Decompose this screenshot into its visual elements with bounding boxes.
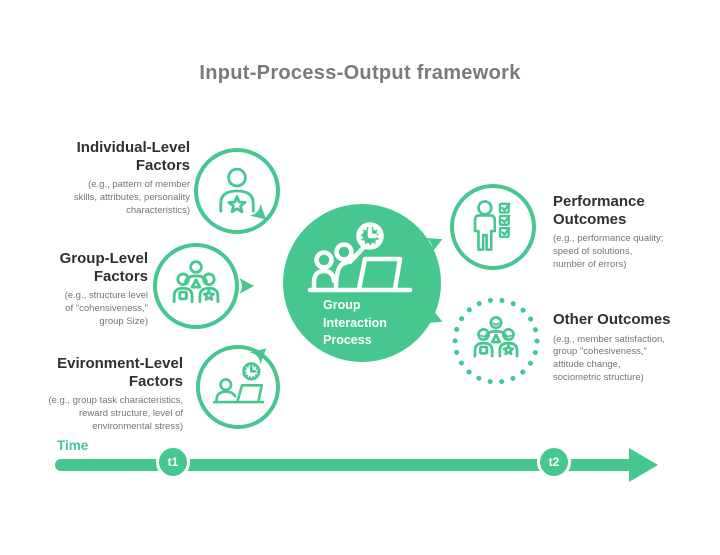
page-title: Input-Process-Output framework bbox=[199, 62, 521, 84]
process-to-performance-arrow bbox=[425, 237, 443, 253]
performance-outcomes-circle bbox=[450, 184, 536, 270]
performance-outcomes-text: Performance Outcomes (e.g., performance … bbox=[553, 193, 713, 272]
environment-factors-heading: Evironment-Level Factors bbox=[57, 355, 183, 390]
group-factors-text: Group-Level Factors (e.g., structure lev… bbox=[40, 250, 148, 329]
individual-to-process-pointer bbox=[249, 203, 267, 220]
performance-outcomes-caption: (e.g., performance quality; speed of sol… bbox=[553, 233, 664, 270]
group-interaction-process-label: Group Interaction Process bbox=[323, 298, 387, 347]
time-label: Time bbox=[57, 438, 89, 453]
person-with-star-icon bbox=[219, 167, 255, 214]
other-outcomes-text: Other Outcomes (e.g., member satisfactio… bbox=[553, 311, 713, 385]
process-to-other-arrow bbox=[425, 308, 443, 324]
individual-factors-text: Individual-Level Factors (e.g., pattern … bbox=[40, 139, 190, 218]
person-with-checklist-icon bbox=[473, 200, 511, 251]
team-meeting-clock-icon bbox=[307, 222, 413, 293]
environment-factors-text: Evironment-Level Factors (e.g., group ta… bbox=[33, 355, 183, 434]
dotted-circle bbox=[452, 297, 540, 385]
timeline-bar bbox=[55, 459, 633, 471]
group-of-people-icon bbox=[172, 260, 220, 304]
performance-outcomes-heading: Performance Outcomes bbox=[553, 193, 645, 228]
group-factors-circle bbox=[153, 243, 239, 329]
timeline-marker-t2: t2 bbox=[537, 445, 571, 479]
other-outcomes-circle bbox=[452, 297, 540, 385]
individual-factors-caption: (e.g., pattern of member skills, attribu… bbox=[73, 179, 190, 216]
group-factors-caption: (e.g., structure level of "cohensiveness… bbox=[64, 290, 148, 327]
environment-factors-caption: (e.g., group task characteristics, rewar… bbox=[48, 395, 183, 432]
person-laptop-clock-icon bbox=[212, 362, 265, 404]
happy-group-icon bbox=[473, 316, 519, 358]
environment-to-process-pointer bbox=[249, 348, 267, 365]
environment-factors-circle bbox=[196, 345, 280, 429]
group-interaction-process-circle: Group Interaction Process bbox=[283, 204, 441, 362]
other-outcomes-caption: (e.g., member satisfaction, group "cohes… bbox=[553, 333, 665, 383]
group-to-process-pointer bbox=[239, 278, 254, 294]
individual-factors-heading: Individual-Level Factors bbox=[76, 139, 190, 174]
timeline-marker-t1: t1 bbox=[156, 445, 190, 479]
other-outcomes-heading: Other Outcomes bbox=[553, 311, 671, 328]
group-factors-heading: Group-Level Factors bbox=[59, 250, 148, 285]
timeline-arrowhead-icon bbox=[629, 448, 658, 482]
individual-factors-circle bbox=[194, 148, 280, 234]
